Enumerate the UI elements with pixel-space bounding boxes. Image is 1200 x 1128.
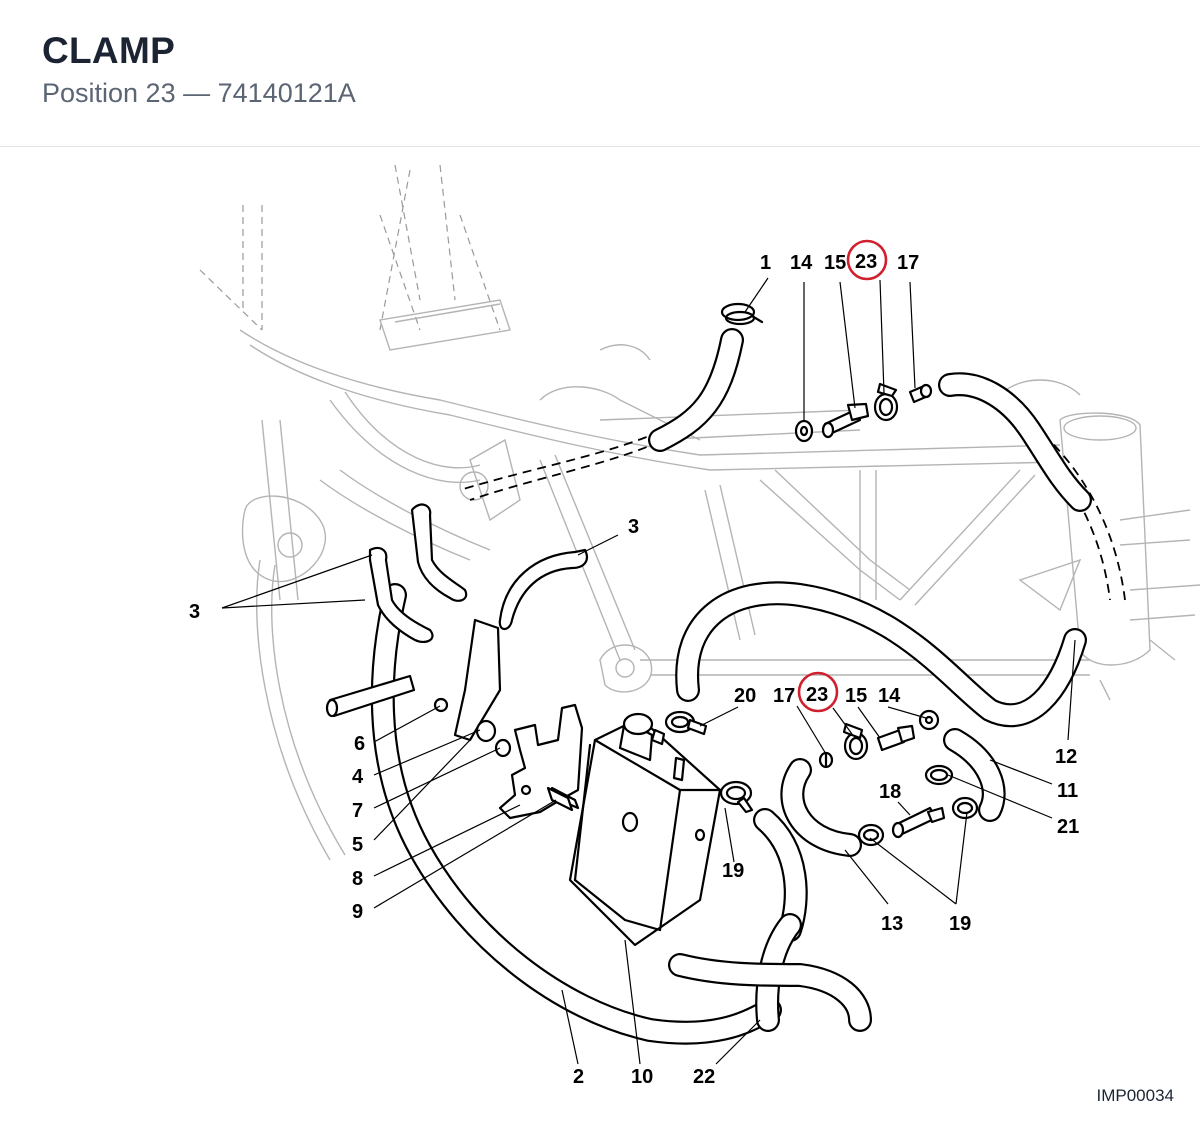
fitting-18 — [891, 806, 946, 839]
hose-12 — [675, 581, 1087, 728]
fitting-15-top — [821, 402, 870, 439]
label-14-mid: 14 — [878, 685, 901, 707]
pipe-bracket-tube — [325, 674, 416, 718]
label-18: 18 — [879, 781, 901, 803]
bracket-3 — [368, 503, 588, 742]
hose-22 — [668, 913, 872, 1032]
exploded-parts-diagram: 1 14 15 23 17 3 3 20 17 23 15 14 12 6 4 … — [189, 164, 1200, 1088]
part-labels: 1 14 15 23 17 3 3 20 17 23 15 14 12 6 4 … — [189, 251, 1079, 1088]
screw-17-top — [908, 383, 933, 404]
label-9: 9 — [352, 901, 363, 923]
label-7: 7 — [352, 800, 363, 822]
label-6: 6 — [354, 733, 365, 755]
screw-17-mid — [818, 751, 834, 769]
page-subtitle: Position 23 — 74140121A — [42, 78, 356, 109]
label-8: 8 — [352, 868, 363, 890]
separator: — — [183, 78, 211, 108]
fitting-15-mid — [876, 724, 916, 752]
label-2: 2 — [573, 1066, 584, 1088]
highlight-circle-mid — [797, 671, 839, 713]
label-14-top: 14 — [790, 252, 813, 274]
canister-10 — [568, 712, 722, 947]
label-3-left: 3 — [189, 601, 200, 623]
label-5: 5 — [352, 834, 363, 856]
label-15-mid: 15 — [845, 685, 867, 707]
nuts-bolts-left — [433, 697, 574, 812]
label-11: 11 — [1057, 780, 1078, 802]
clamp-19-right — [857, 823, 885, 847]
label-22: 22 — [693, 1066, 715, 1088]
label-4: 4 — [352, 766, 364, 788]
label-17-top: 17 — [897, 252, 919, 274]
frame-outline — [199, 164, 1200, 861]
page-title: CLAMP — [42, 30, 176, 71]
hose-11 — [943, 728, 1006, 822]
clamp-23-mid — [842, 722, 869, 761]
clamp-19-left — [719, 780, 754, 814]
highlight-circle-top — [846, 239, 888, 281]
position-label: Position 23 — [42, 78, 176, 108]
label-13: 13 — [881, 913, 903, 935]
label-10: 10 — [631, 1066, 653, 1088]
diagram-reference: IMP00034 — [1096, 1086, 1175, 1105]
label-20: 20 — [734, 685, 756, 707]
highlight-markers — [797, 239, 888, 713]
hose-1-vent — [648, 328, 744, 452]
clip-1 — [720, 302, 764, 326]
label-23-top: 23 — [855, 251, 877, 273]
clamp-21 — [924, 764, 979, 820]
label-3-right: 3 — [628, 516, 639, 538]
label-12: 12 — [1055, 746, 1077, 768]
clamp-23-top — [873, 382, 899, 422]
label-19-right: 19 — [949, 913, 971, 935]
washer-14-mid — [918, 709, 940, 731]
label-21: 21 — [1057, 816, 1079, 838]
leader-lines — [221, 277, 1076, 1065]
page-header: CLAMP Position 23 — 74140121A — [0, 0, 1200, 147]
label-1: 1 — [760, 252, 771, 274]
label-15-top: 15 — [824, 252, 846, 274]
label-17-mid: 17 — [773, 685, 795, 707]
part-number: 74140121A — [217, 78, 356, 108]
label-23-mid: 23 — [806, 684, 828, 706]
washer-14-top — [794, 419, 814, 443]
hose-13 — [780, 758, 862, 857]
label-19-left: 19 — [722, 860, 744, 882]
hose-top-right — [938, 372, 1092, 512]
clamp-20 — [664, 710, 708, 736]
hose-2 — [370, 583, 782, 1045]
